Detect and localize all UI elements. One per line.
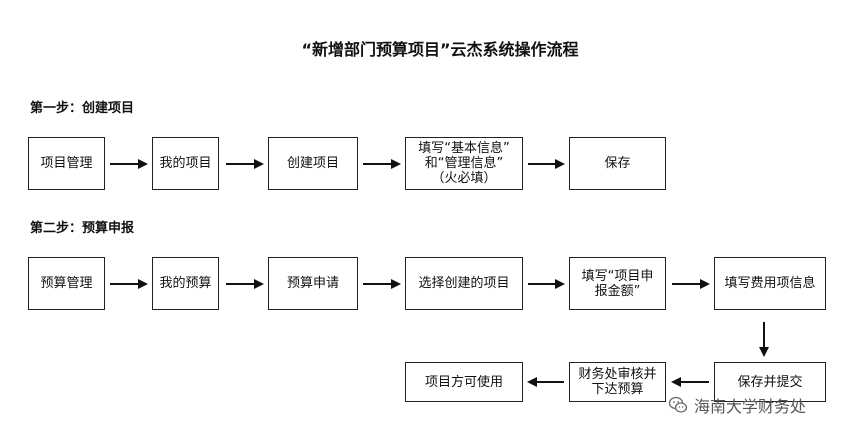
node-budget-application: 预算申请	[268, 257, 358, 310]
node-fill-info: 填写“基本信息” 和“管理信息” （火必填）	[405, 137, 523, 190]
node-fill-expense: 填写费用项信息	[714, 257, 826, 310]
node-finance-review: 财务处审核并 下达预算	[569, 362, 666, 402]
step1-label: 第一步：创建项目	[30, 101, 135, 116]
node-fill-amount: 填写“项目申 报金额”	[569, 257, 666, 310]
node-save: 保存	[569, 137, 666, 190]
node-project-management: 项目管理	[28, 137, 105, 190]
wechat-icon	[668, 396, 688, 413]
watermark-text: 海南大学财务处	[694, 397, 807, 416]
node-project-usable: 项目方可使用	[405, 362, 523, 402]
node-budget-management: 预算管理	[28, 257, 105, 310]
diagram-title: “新增部门预算项目”云杰系统操作流程	[301, 40, 579, 59]
node-select-project: 选择创建的项目	[405, 257, 523, 310]
watermark: 海南大学财务处	[668, 393, 806, 417]
step2-label: 第二步：预算申报	[30, 221, 135, 236]
node-save-submit: 保存并提交	[714, 362, 826, 402]
node-my-budget: 我的预算	[152, 257, 219, 310]
node-my-projects: 我的项目	[152, 137, 219, 190]
node-create-project: 创建项目	[268, 137, 358, 190]
